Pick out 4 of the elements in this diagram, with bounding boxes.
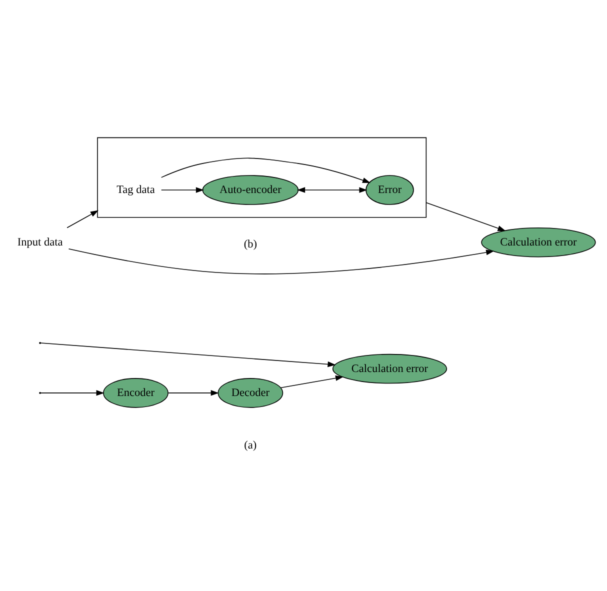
label: (a) bbox=[244, 439, 257, 452]
node-text: Tag data bbox=[116, 184, 155, 196]
node-text: Input data bbox=[17, 236, 63, 248]
label: (b) bbox=[244, 238, 258, 251]
